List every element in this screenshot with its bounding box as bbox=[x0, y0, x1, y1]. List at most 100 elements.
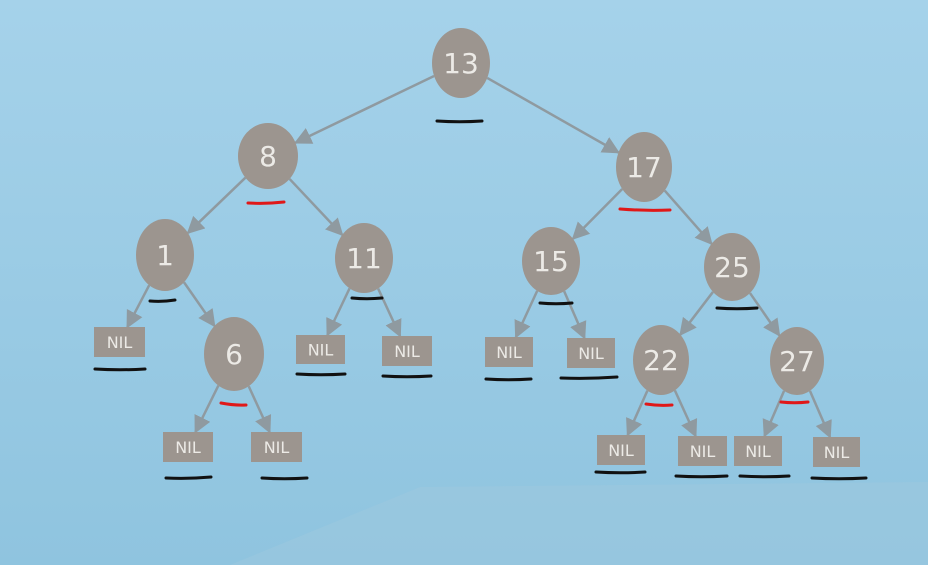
black-underline-mark bbox=[594, 470, 647, 475]
red-underline-mark bbox=[219, 401, 248, 407]
node-circle bbox=[335, 223, 393, 293]
node-key: 13 bbox=[443, 47, 479, 80]
nil-leaf: NIL bbox=[813, 437, 860, 467]
black-underline-mark bbox=[484, 377, 533, 382]
node-circle bbox=[204, 317, 264, 391]
black-underline-mark bbox=[381, 374, 433, 379]
node-circle bbox=[238, 123, 298, 189]
nil-label: NIL bbox=[824, 443, 850, 462]
node-circle bbox=[616, 132, 672, 202]
black-underline-mark bbox=[538, 301, 574, 306]
edge-n13-n8 bbox=[293, 74, 435, 144]
nil-label: NIL bbox=[745, 442, 771, 461]
black-underline-mark bbox=[559, 375, 619, 380]
edge-n17-n15 bbox=[571, 188, 624, 241]
edge-n6-l6b bbox=[247, 385, 272, 434]
nil-leaf: NIL bbox=[485, 337, 533, 367]
edge-n6-l6a bbox=[194, 385, 220, 434]
node-circle bbox=[432, 28, 490, 98]
nil-leaf: NIL bbox=[567, 338, 615, 368]
tree-node-13: 13 bbox=[432, 28, 490, 98]
nil-leaf: NIL bbox=[734, 436, 782, 466]
black-underline-mark bbox=[738, 474, 791, 479]
nil-box bbox=[382, 336, 432, 366]
nil-label: NIL bbox=[394, 342, 420, 361]
nil-box bbox=[567, 338, 615, 368]
node-key: 22 bbox=[643, 344, 679, 377]
node-key: 1 bbox=[156, 239, 174, 272]
tree-node-8: 8 bbox=[238, 123, 298, 189]
nil-box bbox=[485, 337, 533, 367]
screen-shadow bbox=[230, 482, 928, 565]
nil-label: NIL bbox=[308, 341, 334, 360]
edge-n17-n25 bbox=[663, 189, 713, 246]
edge-n11-l11b bbox=[376, 288, 402, 338]
nil-box bbox=[597, 435, 645, 465]
nil-leaf: NIL bbox=[597, 435, 645, 465]
tree-node-11: 11 bbox=[335, 223, 393, 293]
nil-label: NIL bbox=[690, 442, 716, 461]
black-underline-mark bbox=[350, 296, 384, 301]
node-circle bbox=[704, 233, 760, 301]
edge-n15-l15a bbox=[514, 290, 539, 339]
edge-n15-l15b bbox=[563, 290, 587, 340]
edge-n22-l22a bbox=[626, 390, 649, 437]
edge-n8-n1 bbox=[186, 176, 247, 235]
nil-box bbox=[94, 327, 145, 357]
nil-label: NIL bbox=[175, 438, 201, 457]
nil-box bbox=[813, 437, 860, 467]
underline-marks-layer bbox=[93, 119, 868, 481]
nil-box bbox=[163, 432, 213, 462]
black-underline-mark bbox=[435, 119, 484, 124]
nil-box bbox=[296, 335, 345, 364]
node-key: 11 bbox=[346, 242, 382, 275]
edge-n27-l27b bbox=[808, 390, 832, 439]
black-underline-mark bbox=[674, 474, 729, 479]
black-underline-mark bbox=[715, 306, 759, 311]
edge-n1-l1a bbox=[126, 284, 151, 329]
node-circle bbox=[770, 327, 824, 395]
nil-label: NIL bbox=[608, 441, 634, 460]
black-underline-mark bbox=[810, 476, 868, 481]
nil-box bbox=[734, 436, 782, 466]
red-underline-mark bbox=[779, 400, 810, 405]
nil-leaf: NIL bbox=[382, 336, 432, 366]
nil-label: NIL bbox=[264, 438, 290, 457]
edge-n25-n27 bbox=[748, 292, 781, 337]
nil-leaf: NIL bbox=[678, 436, 727, 466]
black-underline-mark bbox=[93, 367, 147, 372]
tree-node-27: 27 bbox=[770, 327, 824, 395]
black-underline-mark bbox=[260, 476, 309, 481]
black-underline-mark bbox=[164, 475, 213, 480]
tree-node-6: 6 bbox=[204, 317, 264, 391]
red-underline-mark bbox=[618, 207, 672, 212]
nil-leaf: NIL bbox=[251, 432, 302, 462]
black-underline-mark bbox=[148, 298, 177, 303]
nil-box bbox=[251, 432, 302, 462]
tree-node-22: 22 bbox=[633, 325, 689, 395]
node-circle bbox=[633, 325, 689, 395]
nil-leaf: NIL bbox=[163, 432, 213, 462]
tree-node-15: 15 bbox=[522, 227, 580, 295]
tree-node-25: 25 bbox=[704, 233, 760, 301]
node-key: 27 bbox=[779, 345, 815, 378]
edges-layer bbox=[126, 74, 832, 439]
nil-label: NIL bbox=[107, 333, 133, 352]
edge-n27-l27a bbox=[762, 390, 786, 438]
edge-n11-l11a bbox=[326, 287, 351, 337]
nil-box bbox=[678, 436, 727, 466]
node-circle bbox=[522, 227, 580, 295]
nil-leaf: NIL bbox=[94, 327, 145, 357]
tree-node-1: 1 bbox=[136, 219, 194, 291]
red-underline-mark bbox=[644, 402, 674, 407]
node-circle bbox=[136, 219, 194, 291]
nil-leaf: NIL bbox=[296, 335, 345, 364]
tree-node-17: 17 bbox=[616, 132, 672, 202]
node-key: 17 bbox=[626, 151, 662, 184]
nil-label: NIL bbox=[578, 344, 604, 363]
black-underline-mark bbox=[295, 372, 347, 377]
nil-label: NIL bbox=[496, 343, 522, 362]
